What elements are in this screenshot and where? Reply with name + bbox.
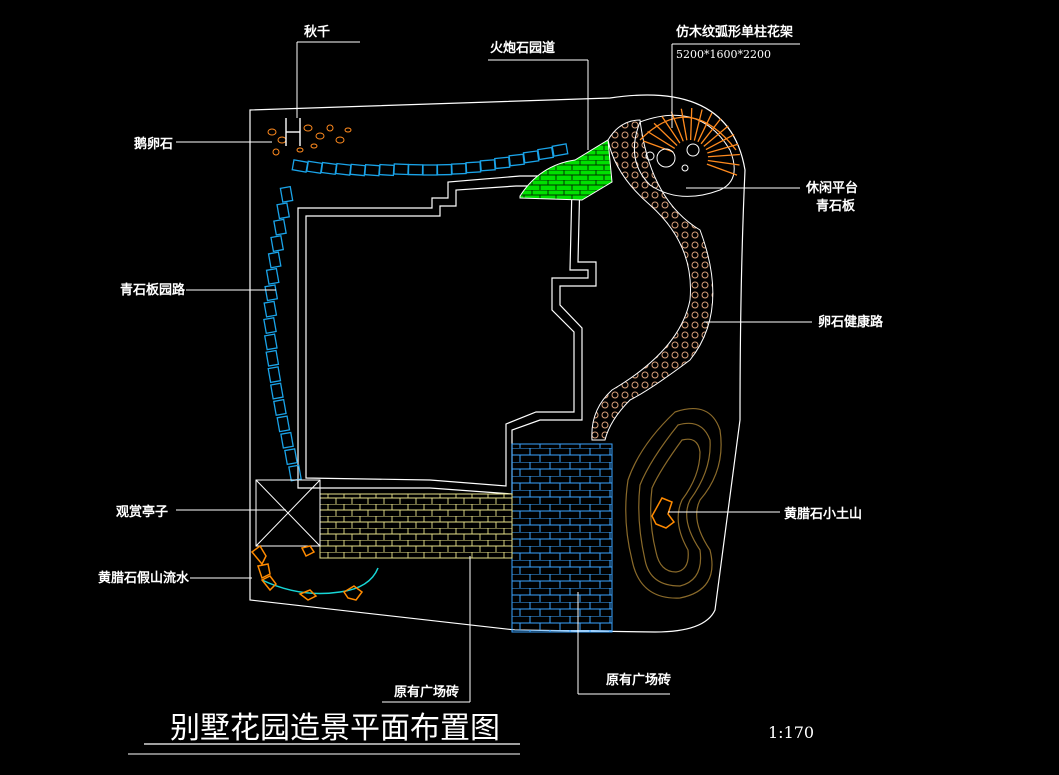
flagstone-block (284, 448, 298, 466)
flagstone-block (267, 251, 282, 269)
pavilion-symbol (255, 479, 321, 547)
flagstone-block (393, 163, 409, 176)
label-plaza-tile-2: 原有广场砖 (606, 672, 671, 688)
flagstone-garden-path (263, 143, 569, 482)
flagstone-block (273, 398, 287, 416)
flagstone-block (537, 146, 554, 161)
pergola-beam (707, 159, 740, 166)
villa-footprint (297, 175, 597, 495)
flagstone-block (364, 163, 381, 177)
flagstone-block (465, 161, 482, 174)
pebble-cluster (267, 124, 352, 156)
pergola-beam (697, 112, 713, 143)
label-plaza-tile-1: 原有广场砖 (394, 684, 459, 700)
label-leisure-platform: 休闲平台 (805, 180, 858, 196)
label-flagstone-path: 青石板园路 (120, 282, 186, 298)
flagstone-block (522, 150, 540, 164)
flagstone-block (291, 159, 309, 173)
flagstone-block (270, 235, 285, 253)
plaza-tile-area-yellow (319, 493, 513, 559)
drawing-scale: 1:170 (768, 723, 814, 742)
flagstone-block (422, 164, 438, 176)
label-pergola-size: 5200*1600*2200 (676, 48, 771, 61)
leader-lines (176, 41, 812, 703)
flagstone-block (407, 163, 424, 176)
pergola-beam (693, 109, 703, 141)
flagstone-block (451, 162, 467, 175)
rock-hill-contours (625, 408, 722, 599)
flagstone-block (273, 218, 287, 236)
label-pebble-path: 卵石健康路 (818, 314, 884, 330)
flagstone-block (551, 143, 569, 157)
flagstone-block (349, 163, 366, 177)
flagstone-block (276, 202, 291, 220)
pergola-drawing (633, 108, 740, 197)
pergola-beam (670, 111, 684, 142)
label-swing: 秋千 (304, 24, 330, 40)
flagstone-block (263, 300, 278, 318)
label-rockery-stream: 黄腊石假山流水 (98, 570, 190, 586)
flagstone-block (270, 382, 284, 400)
flagstone-block (264, 284, 279, 302)
pergola-beam (706, 163, 738, 176)
flagstone-block (335, 162, 352, 176)
flagstone-block (267, 366, 282, 384)
site-boundary (249, 94, 746, 633)
flagstone-block (508, 153, 525, 167)
plaza-tile-area-right (511, 443, 613, 633)
label-rock-hill: 黄腊石小土山 (784, 506, 862, 522)
pergola-beam (653, 122, 678, 146)
rock-hill-stone (651, 497, 676, 529)
flagstone-block (479, 159, 496, 172)
flagstone-block (263, 316, 277, 335)
pergola-beam (707, 143, 739, 154)
flagstone-block (263, 333, 278, 351)
rockery-stream (250, 544, 379, 601)
pergola-beam (647, 130, 676, 150)
flagstone-block (320, 161, 338, 176)
label-pebbles: 鹅卵石 (134, 136, 173, 152)
flagstone-block (279, 185, 294, 203)
flagstone-block (494, 156, 511, 170)
pergola-beam (661, 116, 681, 144)
label-fire-stone-path: 火炮石园道 (490, 40, 555, 56)
label-pergola: 仿木纹弧形单柱花架 (676, 24, 793, 40)
flagstone-block (265, 349, 280, 367)
pebble-health-path (591, 119, 714, 441)
pergola-beam (700, 118, 722, 145)
flagstone-block (378, 163, 395, 177)
pergola-beam (689, 108, 693, 141)
pergola-beam (642, 140, 674, 153)
flagstone-block (265, 267, 280, 285)
fire-stone-path-area (519, 139, 613, 201)
flagstone-block (288, 464, 302, 482)
pergola-beam (707, 153, 740, 158)
pergola-beam (703, 125, 729, 147)
flagstone-block (306, 160, 323, 175)
pergola-beam (680, 108, 688, 141)
flagstone-block (436, 163, 453, 176)
drawing-title: 别墅花园造景平面布置图 (170, 711, 500, 746)
flagstone-block (280, 431, 294, 449)
flagstone-block (276, 415, 291, 433)
label-leisure-platform-material: 青石板 (816, 198, 856, 214)
swing-icon (285, 118, 301, 146)
label-pavilion: 观赏亭子 (116, 504, 168, 520)
pergola-arc (639, 116, 737, 151)
pergola-beam (705, 133, 735, 151)
